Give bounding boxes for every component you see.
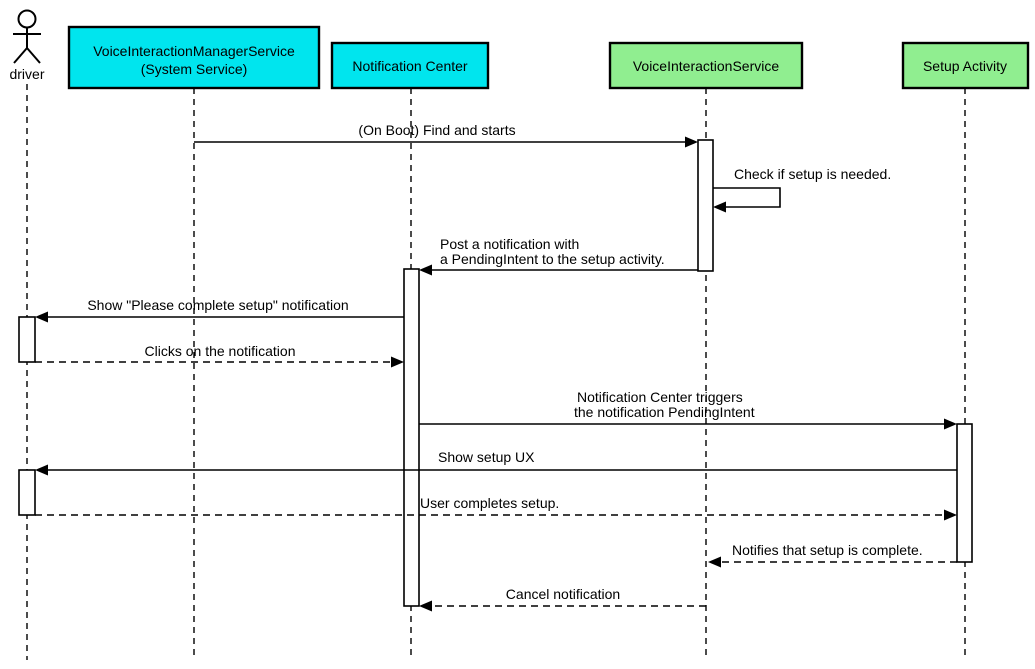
arrowhead <box>708 556 721 568</box>
message-line <box>713 187 781 208</box>
arrowhead <box>944 418 957 430</box>
message-label: Notifies that setup is complete. <box>732 542 923 558</box>
participant-voice-interaction-manager-service: VoiceInteractionManagerService (System S… <box>67 25 321 90</box>
activation-voice-interaction-service <box>697 139 714 272</box>
arrowhead <box>713 201 726 213</box>
message-click-notification: Clicks on the notification <box>35 343 404 368</box>
activation-notification-center <box>403 268 420 607</box>
message-show-setup-ux: Show setup UX <box>35 449 957 476</box>
participant-label-line1: VoiceInteractionManagerService <box>93 43 295 59</box>
message-label-line2: the notification PendingIntent <box>574 404 755 420</box>
message-cancel-notification: Cancel notification <box>419 586 706 612</box>
actor-driver <box>13 9 41 64</box>
participant-label: VoiceInteractionService <box>633 58 780 74</box>
message-check-setup-needed: Check if setup is needed. <box>713 166 891 213</box>
message-trigger-pending-intent: Notification Center triggers the notific… <box>419 389 957 430</box>
message-label-line1: Post a notification with <box>440 236 579 252</box>
arrowhead <box>944 509 957 521</box>
message-label-line1: Notification Center triggers <box>577 389 743 405</box>
actor-label: driver <box>9 66 44 82</box>
actor-leg-right <box>26 47 41 64</box>
message-show-setup-notification: Show "Please complete setup" notificatio… <box>35 297 404 323</box>
message-label: User completes setup. <box>420 495 559 511</box>
message-label-line2: a PendingIntent to the setup activity. <box>440 251 665 267</box>
participant-box <box>67 25 321 90</box>
actor-leg-left <box>13 47 28 64</box>
arrowhead <box>685 136 698 148</box>
arrowhead <box>419 600 432 612</box>
participant-voice-interaction-service: VoiceInteractionService <box>608 41 804 90</box>
participant-box <box>330 41 490 90</box>
arrowhead <box>35 311 48 323</box>
activation-driver-1 <box>18 316 36 363</box>
activation-setup-activity <box>956 423 973 563</box>
participant-label-line2: (System Service) <box>141 61 248 77</box>
arrowhead <box>35 464 48 476</box>
actor-head <box>17 9 37 29</box>
message-label: Show setup UX <box>438 449 535 465</box>
participant-box <box>901 41 1030 90</box>
message-user-completes-setup: User completes setup. <box>35 495 957 521</box>
arrowhead <box>419 264 432 276</box>
message-label: Cancel notification <box>506 586 620 602</box>
activation-driver-2 <box>18 469 36 516</box>
message-label: Clicks on the notification <box>145 343 296 359</box>
arrowhead <box>391 356 404 368</box>
message-notifies-setup-complete: Notifies that setup is complete. <box>708 542 957 568</box>
message-post-notification: Post a notification with a PendingIntent… <box>419 236 698 276</box>
participant-label: Notification Center <box>352 58 468 74</box>
message-label: Check if setup is needed. <box>734 166 891 182</box>
participant-notification-center: Notification Center <box>330 41 490 90</box>
participant-box <box>608 41 804 90</box>
participant-label: Setup Activity <box>923 58 1007 74</box>
participant-setup-activity: Setup Activity <box>901 41 1030 90</box>
message-label: (On Boot) Find and starts <box>358 122 515 138</box>
message-label: Show "Please complete setup" notificatio… <box>87 297 348 313</box>
message-find-and-starts: (On Boot) Find and starts <box>194 122 698 148</box>
